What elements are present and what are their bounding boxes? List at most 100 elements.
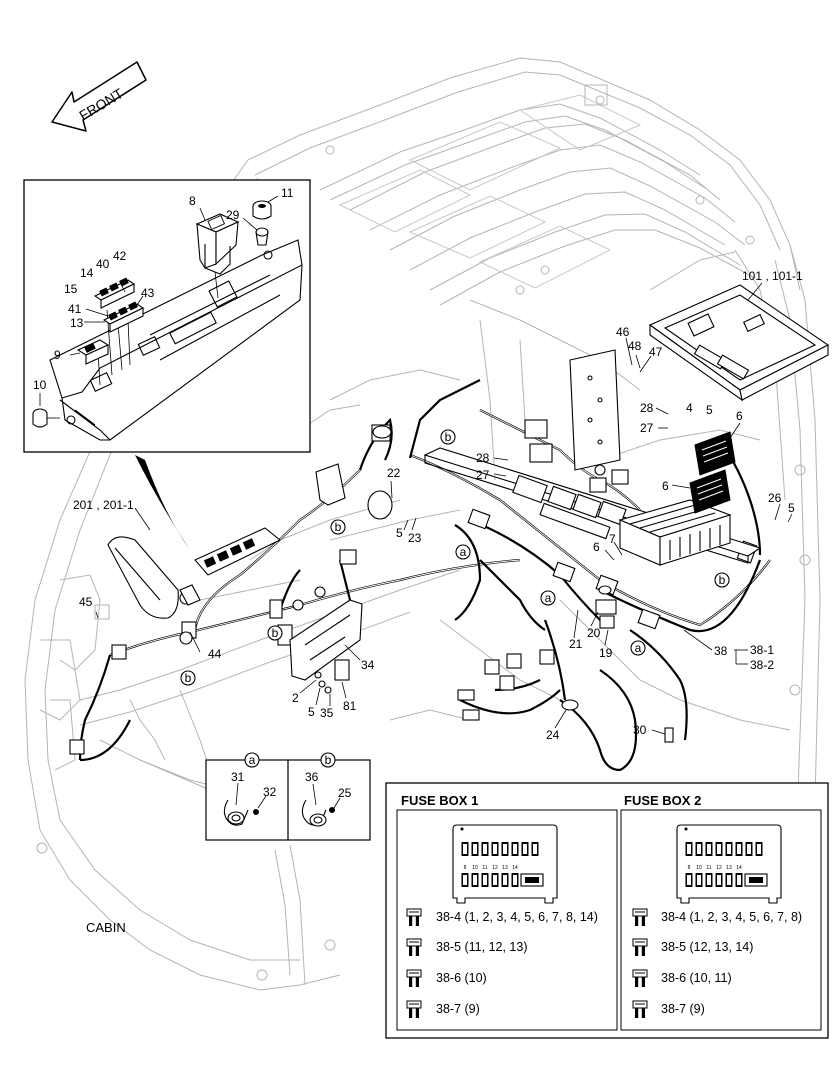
callout-6a: 6 xyxy=(736,409,743,423)
callout-6c: 6 xyxy=(593,540,600,554)
part-29 xyxy=(255,227,269,246)
callout-28b: 28 xyxy=(476,451,490,465)
fuse-box-1-title: FUSE BOX 1 xyxy=(401,793,478,808)
cabin-outline xyxy=(24,57,821,991)
fuse-box-2-title: FUSE BOX 2 xyxy=(624,793,701,808)
callout-21: 21 xyxy=(569,637,583,651)
inset-pointer xyxy=(135,455,190,550)
callout-4: 4 xyxy=(686,401,693,415)
callout-22: 22 xyxy=(387,466,401,480)
mounting-plate xyxy=(569,349,621,471)
callout-201: 201 , 201-1 xyxy=(73,498,134,512)
svg-text:b: b xyxy=(445,430,452,444)
svg-text:b: b xyxy=(185,671,192,685)
svg-text:b: b xyxy=(325,753,332,767)
svg-text:14: 14 xyxy=(512,865,518,871)
fuse-2-row-1: 38-4 (1, 2, 3, 4, 5, 6, 7, 8) xyxy=(661,910,802,924)
svg-text:11: 11 xyxy=(482,865,487,871)
svg-text:10: 10 xyxy=(472,865,478,871)
callout-14: 14 xyxy=(80,266,94,280)
fuse-1-row-2: 38-5 (11, 12, 13) xyxy=(436,940,528,954)
callout-35: 35 xyxy=(320,706,334,720)
callout-34: 34 xyxy=(361,658,375,672)
fuse-1-row-1: 38-4 (1, 2, 3, 4, 5, 6, 7, 8, 14) xyxy=(436,910,598,924)
switch-8-part xyxy=(195,213,240,275)
callout-19: 19 xyxy=(599,646,613,660)
svg-text:11: 11 xyxy=(706,865,711,871)
callout-2: 2 xyxy=(292,691,299,705)
callout-7: 7 xyxy=(609,532,616,546)
callout-38-2: 38-2 xyxy=(750,658,774,672)
svg-text:b: b xyxy=(335,520,342,534)
svg-text:a: a xyxy=(460,545,467,559)
knob-11-part xyxy=(252,200,272,220)
label-decal-6-top xyxy=(694,431,736,476)
leader-lines xyxy=(39,195,793,735)
front-arrow: FRONT xyxy=(51,61,147,132)
callout-27a: 27 xyxy=(640,421,654,435)
svg-text:12: 12 xyxy=(492,865,498,871)
callout-5a: 5 xyxy=(706,403,713,417)
relay-cluster xyxy=(512,419,629,540)
callout-15: 15 xyxy=(64,282,78,296)
callout-5c: 5 xyxy=(396,526,403,540)
callout-38: 38 xyxy=(714,644,728,658)
cabin-label: CABIN xyxy=(86,920,126,935)
callout-29: 29 xyxy=(226,208,240,222)
controller-101-part xyxy=(648,284,830,402)
callout-42: 42 xyxy=(113,249,127,263)
fuse-box-2-legend: 38-4 (1, 2, 3, 4, 5, 6, 7, 8) 38-5 (12, … xyxy=(632,908,802,1019)
callout-23: 23 xyxy=(408,531,422,545)
callout-10: 10 xyxy=(33,378,47,392)
svg-text:8: 8 xyxy=(464,865,467,871)
callout-36: 36 xyxy=(305,770,319,784)
svg-text:12: 12 xyxy=(716,865,722,871)
reference-markers: b a b a b a b b xyxy=(180,429,730,686)
callout-20: 20 xyxy=(587,626,601,640)
fuse-1-row-4: 38-7 (9) xyxy=(436,1002,480,1016)
callout-30: 30 xyxy=(633,723,647,737)
fuse-1-row-3: 38-6 (10) xyxy=(436,971,487,985)
part-10 xyxy=(32,408,60,428)
fuse-box-1-legend: 38-4 (1, 2, 3, 4, 5, 6, 7, 8, 14) 38-5 (… xyxy=(406,908,598,1019)
callout-41: 41 xyxy=(68,302,82,316)
callout-5d: 5 xyxy=(308,705,315,719)
callout-9: 9 xyxy=(54,348,61,362)
callout-11: 11 xyxy=(281,186,294,200)
fuse-box-2-diagram: 8 10 11 12 13 14 xyxy=(676,824,782,904)
fuse-2-row-4: 38-7 (9) xyxy=(661,1002,705,1016)
speaker-201-part xyxy=(107,536,179,619)
callout-47: 47 xyxy=(649,345,663,359)
fuse-2-row-2: 38-5 (12, 13, 14) xyxy=(661,940,753,954)
callout-26: 26 xyxy=(768,491,782,505)
svg-text:13: 13 xyxy=(502,865,508,871)
svg-text:a: a xyxy=(249,753,256,767)
svg-text:10: 10 xyxy=(696,865,702,871)
fuse-2-row-3: 38-6 (10, 11) xyxy=(661,971,732,985)
svg-text:a: a xyxy=(635,641,642,655)
callout-45: 45 xyxy=(79,595,93,609)
callout-13: 13 xyxy=(70,316,84,330)
callout-24: 24 xyxy=(546,728,560,742)
callout-44: 44 xyxy=(208,647,222,661)
callout-43: 43 xyxy=(141,286,155,300)
svg-text:8: 8 xyxy=(688,865,691,871)
callout-8: 8 xyxy=(189,194,196,208)
callout-31: 31 xyxy=(231,770,245,784)
callout-40: 40 xyxy=(96,257,110,271)
callout-38-1: 38-1 xyxy=(750,643,774,657)
callout-25: 25 xyxy=(338,786,352,800)
callout-32: 32 xyxy=(263,785,277,799)
callout-48: 48 xyxy=(628,339,642,353)
fuse-box-panel: FUSE BOX 1 FUSE BOX 2 8 10 11 12 13 14 xyxy=(385,782,829,1039)
switch-cluster-top xyxy=(93,277,136,309)
switch-9-part xyxy=(76,339,110,365)
svg-text:13: 13 xyxy=(726,865,732,871)
svg-text:b: b xyxy=(272,626,279,640)
callout-101: 101 , 101-1 xyxy=(742,269,803,283)
switch-cluster-mid xyxy=(102,301,145,333)
switch-panel-inset xyxy=(23,179,311,453)
svg-text:b: b xyxy=(719,573,726,587)
fuse-box-1-diagram: 8 10 11 12 13 14 xyxy=(452,824,558,904)
